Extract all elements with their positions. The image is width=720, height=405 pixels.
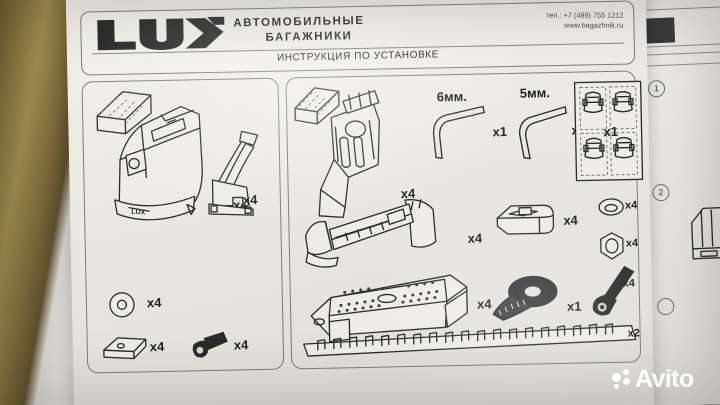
part-end-cap bbox=[598, 198, 624, 216]
document-header: АВТОМОБИЛЬНЫЕ БАГАЖНИКИ тел.: +7 (499) 7… bbox=[80, 0, 636, 76]
qty-short-bolt: x4 bbox=[233, 337, 249, 353]
step-number-2: 2 bbox=[652, 183, 670, 202]
part-hex-key-5mm bbox=[518, 106, 567, 160]
part-slider-nut-block bbox=[496, 204, 555, 235]
second-sheet-rule bbox=[642, 42, 720, 48]
parts-panel-right: x4 6мм. x1 5мм. x1 bbox=[285, 70, 644, 370]
qty-washer: x4 bbox=[146, 295, 162, 311]
qty-support-bracket: x4 bbox=[242, 192, 258, 208]
part-long-bolt bbox=[592, 265, 635, 316]
part-support-bracket bbox=[208, 130, 259, 216]
qty-hex-nut: x4 bbox=[625, 237, 639, 250]
qty-vehicle-fitment-sheet: x1 bbox=[603, 123, 619, 140]
part-hex-nut bbox=[600, 232, 624, 260]
qty-toothed-strip: x2 bbox=[627, 327, 641, 340]
step-number-1: 1 bbox=[647, 79, 666, 98]
part-short-bolt bbox=[192, 331, 228, 358]
part-hex-key-6mm bbox=[432, 105, 485, 160]
second-sheet-logo bbox=[644, 17, 676, 44]
qty-crossbar-end-assembly: x4 bbox=[467, 230, 483, 246]
part-square-plate bbox=[103, 337, 147, 360]
qty-square-plate: x4 bbox=[149, 338, 165, 355]
qty-measuring-tape: x1 bbox=[566, 298, 582, 314]
qty-slider-nut-block: x4 bbox=[563, 212, 578, 228]
qty-long-bolt: x4 bbox=[622, 277, 636, 290]
lux-logo bbox=[97, 16, 225, 51]
contact-info: тел.: +7 (499) 755 1212 www.bagazhnik.ru bbox=[546, 11, 623, 31]
part-measuring-tape bbox=[492, 275, 558, 321]
parts-panel-left: LUX x4 x4 x4 bbox=[81, 77, 285, 374]
qty-end-cap: x4 bbox=[624, 199, 638, 212]
brand-line-1: АВТОМОБИЛЬНЫЕ bbox=[233, 14, 365, 30]
qty-hex-key-6mm: x1 bbox=[492, 124, 508, 140]
contact-phone: тел.: +7 (499) 755 1212 bbox=[545, 10, 624, 20]
part-toothed-strip bbox=[303, 323, 637, 357]
avito-wordmark: Avito bbox=[635, 365, 694, 393]
contact-website: www.bagazhnik.ru bbox=[563, 20, 624, 30]
part-crossbar-end-assembly bbox=[304, 199, 437, 268]
second-sheet-step2-figure bbox=[691, 206, 720, 260]
avito-watermark: Avito bbox=[612, 366, 694, 392]
brand-line-2: БАГАЖНИКИ bbox=[265, 30, 353, 44]
dim-hex-key-5mm: 5мм. bbox=[519, 85, 551, 101]
part-washer bbox=[109, 292, 135, 318]
step-number-3 bbox=[656, 297, 675, 316]
svg-text:LUX: LUX bbox=[131, 209, 146, 217]
avito-dots-icon bbox=[612, 369, 632, 389]
instruction-sheet-page-1: АВТОМОБИЛЬНЫЕ БАГАЖНИКИ тел.: +7 (499) 7… bbox=[65, 0, 655, 405]
